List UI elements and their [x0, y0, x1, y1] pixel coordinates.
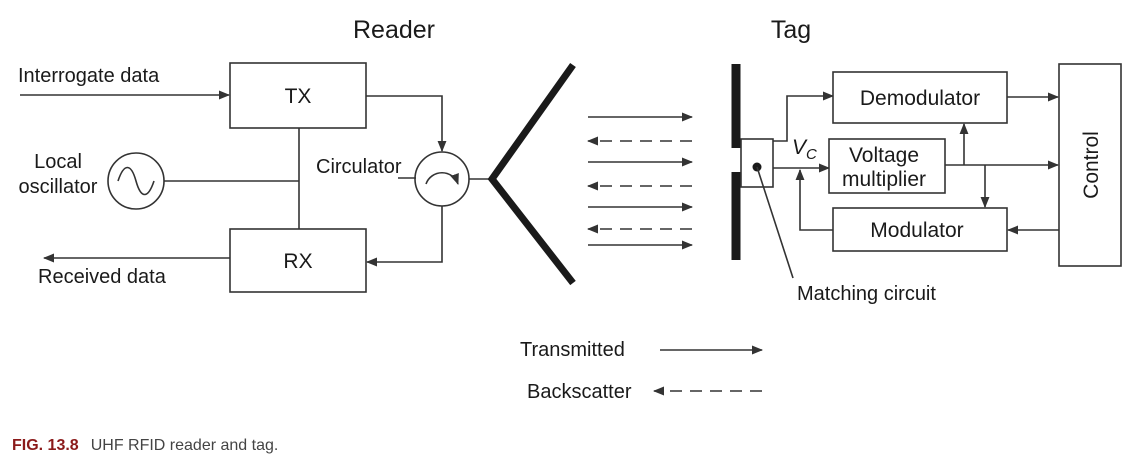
vc-subscript: C [806, 146, 817, 163]
demodulator-box [832, 71, 1008, 124]
vc-label: VC [792, 136, 817, 163]
received-data-label: Received data [38, 266, 167, 288]
tx-to-circulator-wire [366, 95, 447, 153]
tag-section: Matching circuit VC Demodulator Voltage … [731, 63, 1122, 305]
voltage-multiplier-label-2: multiplier [842, 168, 926, 191]
local-oscillator-label-2: oscillator [19, 176, 98, 198]
matching-to-demodulator-wire [773, 91, 835, 142]
tx-label: TX [285, 85, 312, 108]
tx-box [229, 62, 367, 129]
circulator-label: Circulator [316, 156, 402, 178]
control-box [1058, 63, 1122, 267]
modulator-label: Modulator [870, 219, 963, 242]
circulator-icon [414, 151, 470, 207]
rx-box [229, 228, 367, 293]
control-label: Control [1080, 131, 1103, 199]
matching-circuit-label: Matching circuit [797, 283, 936, 305]
vc-symbol: V [792, 136, 808, 159]
circulator-to-rx-wire [365, 206, 443, 267]
air-link [586, 112, 694, 250]
legend-backscatter-label: Backscatter [527, 381, 632, 403]
rx-label: RX [283, 250, 312, 273]
reader-title: Reader [353, 16, 435, 44]
reader-antenna-icon [487, 62, 576, 286]
voltage-multiplier-box [828, 138, 946, 194]
tag-title: Tag [771, 16, 811, 44]
demodulator-label: Demodulator [860, 87, 980, 110]
figure-caption-text: UHF RFID reader and tag. [90, 437, 279, 454]
legend: Transmitted Backscatter [520, 339, 764, 403]
matching-circuit-pointer [756, 166, 794, 279]
voltage-multiplier-label-1: Voltage [849, 144, 919, 167]
figure-number: FIG. 13.8 [12, 437, 79, 454]
reader-section: TX RX Interrogate data Received data Loc… [18, 62, 576, 293]
circulator-rotation-icon [425, 172, 459, 186]
figure-caption: FIG. 13.8 UHF RFID reader and tag. [12, 437, 278, 455]
legend-transmitted-label: Transmitted [520, 339, 625, 361]
rfid-diagram: Reader Tag TX RX Interrogate data Receiv… [18, 16, 1122, 403]
sine-wave-icon [117, 166, 155, 196]
modulator-to-matching-wire [795, 168, 833, 231]
interrogate-data-label: Interrogate data [18, 65, 160, 87]
local-oscillator-label-1: Local [34, 151, 82, 173]
